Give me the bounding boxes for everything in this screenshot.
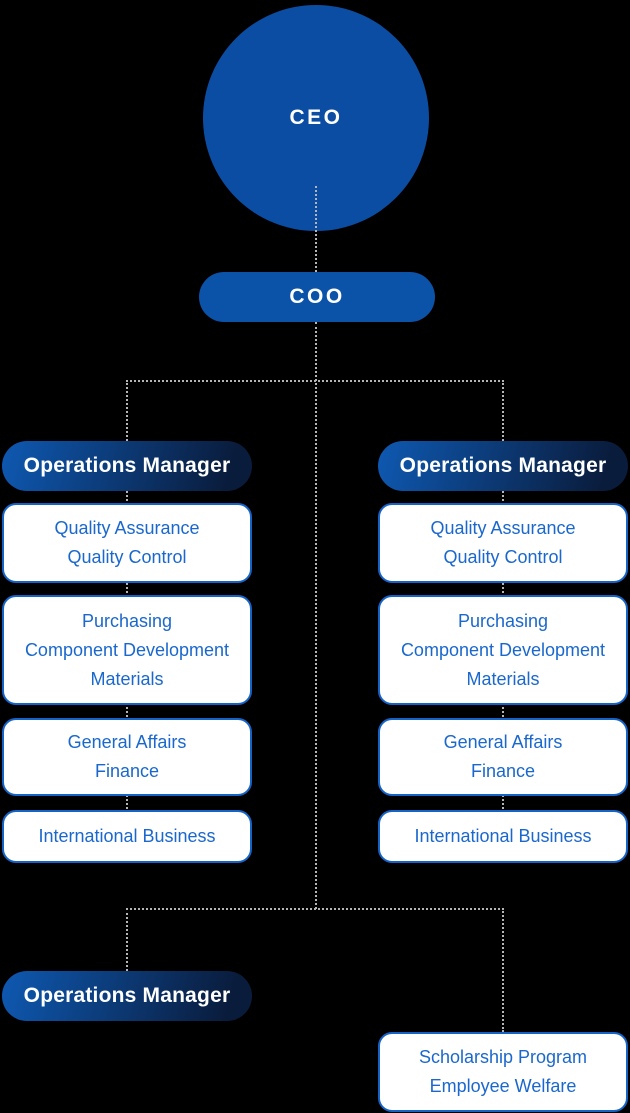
department-box-quality-left: Quality Assurance Quality Control	[2, 503, 252, 583]
connector-bottom-manager	[126, 908, 128, 971]
coo-label: COO	[289, 285, 345, 308]
dept-line: Component Development	[24, 639, 230, 660]
dept-line: Quality Assurance	[54, 518, 200, 538]
department-box-international-right: International Business	[378, 810, 628, 863]
connector-coo-bottom	[315, 322, 317, 909]
operations-manager-bottom: Operations Manager	[2, 971, 252, 1021]
department-box-general-left: General Affairs Finance	[2, 718, 252, 796]
dept-line: Finance	[470, 761, 536, 781]
manager-label: Operations Manager	[399, 454, 607, 477]
dept-line: Materials	[466, 668, 540, 689]
dept-line: Quality Control	[67, 547, 187, 567]
dept-line: Purchasing	[457, 610, 549, 631]
connector-branch-bottom	[126, 908, 504, 910]
dept-line: General Affairs	[67, 732, 187, 752]
department-box-international-left: International Business	[2, 810, 252, 863]
dept-line: Employee Welfare	[429, 1076, 577, 1096]
department-box-purchasing-right: Purchasing Component Development Materia…	[378, 595, 628, 705]
dept-line: Quality Assurance	[430, 518, 576, 538]
dept-line: Quality Control	[443, 547, 563, 567]
operations-manager-left: Operations Manager	[2, 441, 252, 491]
dept-line: General Affairs	[443, 732, 563, 752]
dept-line: Purchasing	[81, 610, 173, 631]
dept-line: Component Development	[400, 639, 606, 660]
ceo-label: CEO	[289, 106, 343, 129]
connector-bottom-dept	[502, 908, 504, 1032]
dept-line: Scholarship Program	[418, 1047, 588, 1067]
manager-label: Operations Manager	[23, 984, 231, 1007]
coo-node: COO	[199, 272, 435, 322]
department-box-scholarship: Scholarship Program Employee Welfare	[378, 1032, 628, 1112]
dept-line: International Business	[38, 826, 216, 846]
department-box-general-right: General Affairs Finance	[378, 718, 628, 796]
dept-line: Materials	[90, 668, 164, 689]
connector-branch-top	[126, 380, 504, 382]
department-box-purchasing-left: Purchasing Component Development Materia…	[2, 595, 252, 705]
dept-line: Finance	[94, 761, 160, 781]
operations-manager-right: Operations Manager	[378, 441, 628, 491]
department-box-quality-right: Quality Assurance Quality Control	[378, 503, 628, 583]
dept-line: International Business	[414, 826, 592, 846]
manager-label: Operations Manager	[23, 454, 231, 477]
connector-ceo-coo	[315, 186, 317, 272]
